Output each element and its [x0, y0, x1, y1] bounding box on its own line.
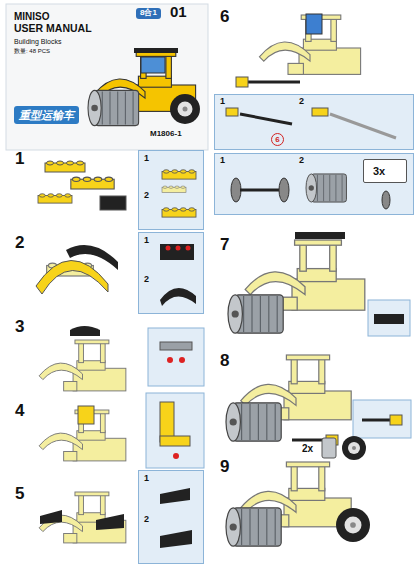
step2-art	[36, 244, 196, 306]
quantity-box: 3x	[363, 159, 407, 183]
callout-panel: 12	[138, 470, 204, 564]
substep-number: 1	[220, 156, 225, 166]
callout-panels	[138, 94, 414, 564]
step3-art	[39, 326, 192, 391]
substep-number: 1	[144, 154, 149, 164]
subtitle: Building Blocks	[14, 38, 61, 46]
step5-art	[39, 488, 192, 548]
step-number: 1	[15, 150, 24, 169]
step1-art	[38, 161, 196, 217]
callout-panel: 12	[138, 150, 204, 230]
step-number: 7	[220, 236, 229, 255]
step9-art	[226, 436, 370, 546]
step-number: 8	[220, 352, 229, 371]
step4-art	[39, 402, 190, 461]
step6-art	[226, 14, 396, 138]
step-number: 5	[15, 485, 24, 504]
step-number: 2	[15, 234, 24, 253]
step-number: 6	[220, 8, 229, 27]
substep-number: 2	[144, 515, 149, 525]
step-number: 4	[15, 402, 24, 421]
model-code: M1806-1	[150, 130, 182, 139]
model-name: 重型运输车	[14, 106, 79, 124]
step-number: 9	[220, 458, 229, 477]
quantity: 2x	[302, 443, 313, 454]
step7-art	[228, 174, 410, 336]
substep-number: 2	[299, 97, 304, 107]
substep-number: 1	[144, 474, 149, 484]
substep-number: 1	[144, 236, 149, 246]
callout-panel: 1 2 6	[214, 94, 414, 150]
step8-art	[226, 355, 402, 445]
series-badge: 8合1	[136, 8, 161, 19]
callout-panel: 1 2 3x	[214, 153, 414, 215]
substep-number: 1	[220, 97, 225, 107]
manual-title: USER MANUAL	[14, 23, 92, 35]
piece-count: 数量: 48 PCS	[14, 48, 50, 55]
callout-panel: 12	[138, 232, 204, 314]
substep-number: 2	[144, 191, 149, 201]
cover	[6, 4, 208, 150]
brand: MINISO	[14, 11, 50, 22]
substep-number: 2	[144, 275, 149, 285]
quantity: 3x	[373, 165, 385, 177]
substep-number: 2	[299, 156, 304, 166]
step-number: 3	[15, 318, 24, 337]
series-number: 01	[170, 4, 187, 21]
length-mark: 6	[271, 133, 284, 146]
